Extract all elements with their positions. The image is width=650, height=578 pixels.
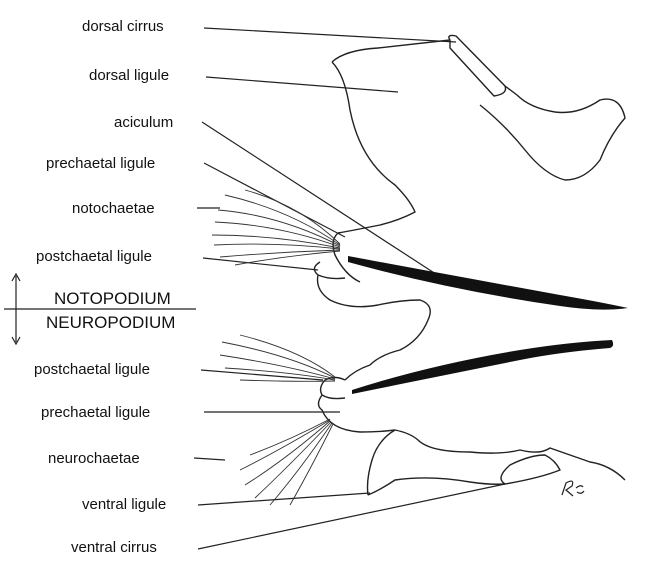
label-dorsal-ligule: dorsal ligule [89,67,169,84]
notochaetae-bristles [211,189,341,266]
label-dorsal-cirrus: dorsal cirrus [82,18,164,35]
label-prechaetal-ligule-upper: prechaetal ligule [46,155,155,172]
neuropodial-chaetae-upper [219,334,336,382]
dorsal-cirrus-shape [448,34,507,97]
aciculum-upper [348,256,628,310]
label-neuropodium: NEUROPODIUM [46,313,175,332]
label-notopodium: NOTOPODIUM [54,289,171,308]
label-ventral-ligule: ventral ligule [82,496,166,513]
label-postchaetal-ligule-lower: postchaetal ligule [34,361,150,378]
label-neurochaetae: neurochaetae [48,450,140,467]
label-postchaetal-ligule-upper: postchaetal ligule [36,248,152,265]
leader-lines [193,27,506,550]
arrowheads-icon [11,272,21,346]
label-aciculum: aciculum [114,114,173,131]
aciculum-lower [352,340,614,394]
label-notochaetae: notochaetae [72,200,155,217]
label-prechaetal-ligule-lower: prechaetal ligule [41,404,150,421]
dorsal-ligule-shape [331,39,626,234]
notopodium-lobes [313,232,431,381]
label-ventral-cirrus: ventral cirrus [71,539,157,556]
neuropodium-lobes [317,376,626,496]
neurochaetae-bristles [239,418,334,506]
artist-signature [561,480,585,497]
